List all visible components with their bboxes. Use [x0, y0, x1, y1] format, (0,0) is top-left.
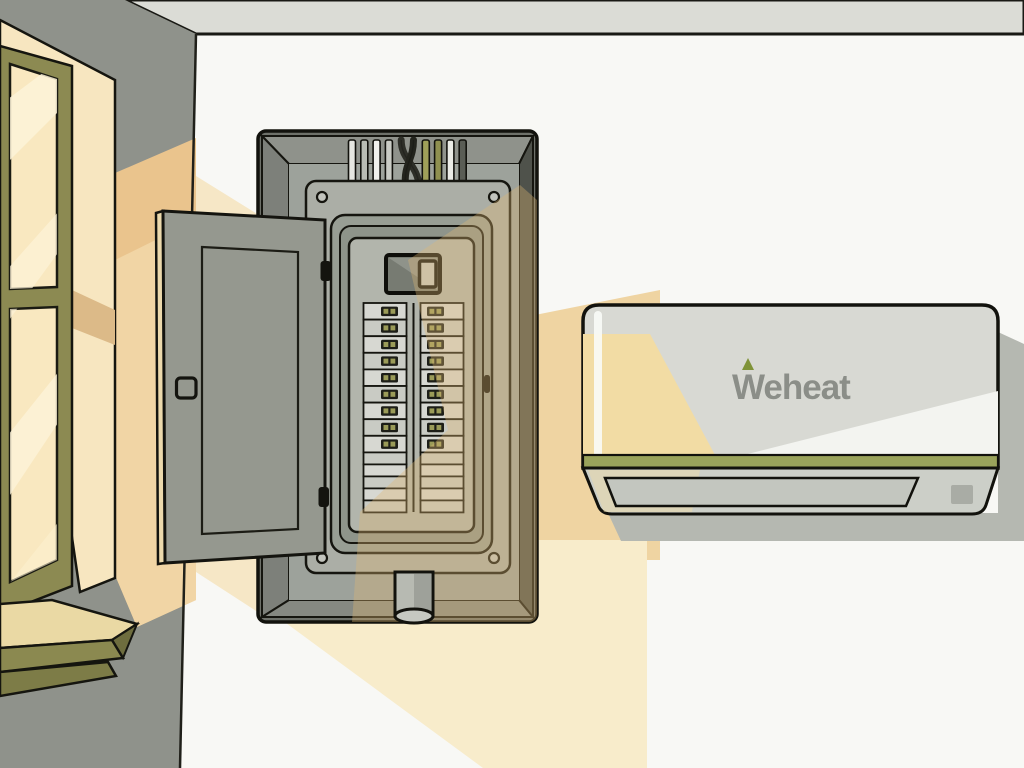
wire [347, 139, 357, 187]
panel-sunbeam-overlay [352, 185, 537, 622]
ac-air-vent[interactable] [603, 476, 920, 508]
panel-screws [315, 190, 501, 565]
ac-highlight-stripe [594, 311, 602, 461]
wire [372, 139, 381, 187]
light-pool-below [271, 540, 647, 768]
wire [446, 139, 455, 187]
main-breaker [384, 253, 442, 295]
wire [421, 139, 431, 187]
breaker-empty-slot [362, 499, 408, 514]
breaker-empty-slot [362, 463, 408, 478]
main-breaker-toggle [417, 259, 438, 289]
panel-conduit [393, 570, 435, 625]
door-hinge-top [320, 261, 331, 281]
breaker-panel [154, 129, 539, 625]
wire [384, 139, 394, 187]
wire [359, 139, 369, 187]
ac-white-sheen [692, 391, 998, 468]
breaker-empty-slot [362, 451, 408, 466]
panel-door-handle[interactable] [174, 376, 198, 400]
door-hinge-bottom [318, 487, 329, 507]
glass-reflections [10, 64, 57, 582]
ac-unit: Weheat [580, 303, 1024, 541]
weheat-logo-accent [742, 358, 754, 370]
sill-front [0, 638, 126, 674]
weheat-logo-text: Weheat [732, 368, 851, 407]
wire [433, 139, 443, 187]
window [0, 18, 141, 698]
ac-sunlit-area [583, 334, 722, 468]
panel-latch [484, 375, 490, 393]
panel-door-inset-line [200, 245, 300, 536]
panel-bevel-top [259, 135, 535, 165]
panel-door [154, 209, 331, 566]
ac-light-overlays [583, 311, 998, 468]
door-shadow-on-wall [72, 290, 115, 345]
ac-accent-stripe [581, 453, 1000, 470]
wire [458, 139, 468, 187]
ceiling [124, 0, 1024, 36]
breaker-grid [362, 302, 465, 514]
panel-door-face[interactable] [161, 209, 327, 565]
ac-drop-shadow [608, 332, 1024, 541]
ac-indicator-window [951, 485, 973, 504]
breaker-empty-slot [419, 499, 465, 514]
window-sill [0, 598, 141, 698]
sill-apron [0, 660, 118, 698]
